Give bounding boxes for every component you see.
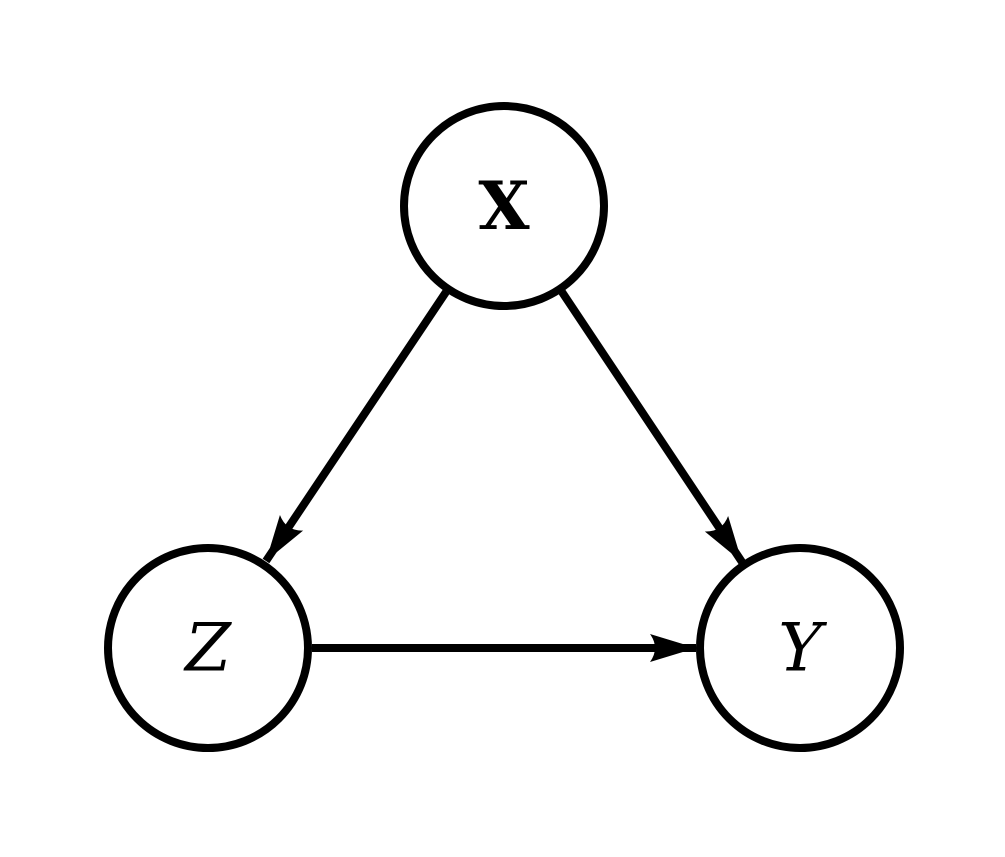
edge-X-to-Y: [558, 289, 746, 565]
node-Y-label: Y: [778, 610, 827, 687]
node-Y: Y: [696, 544, 904, 752]
edge-group: [262, 289, 746, 662]
node-X: X: [400, 102, 608, 310]
node-Y-circle: [696, 544, 904, 752]
node-Z-label: Z: [183, 610, 232, 687]
node-Z: Z: [104, 544, 312, 752]
edge-X-to-Z: [262, 289, 450, 564]
node-X-label: X: [478, 167, 530, 245]
node-Z-circle: [104, 544, 312, 752]
node-X-circle: [400, 102, 608, 310]
